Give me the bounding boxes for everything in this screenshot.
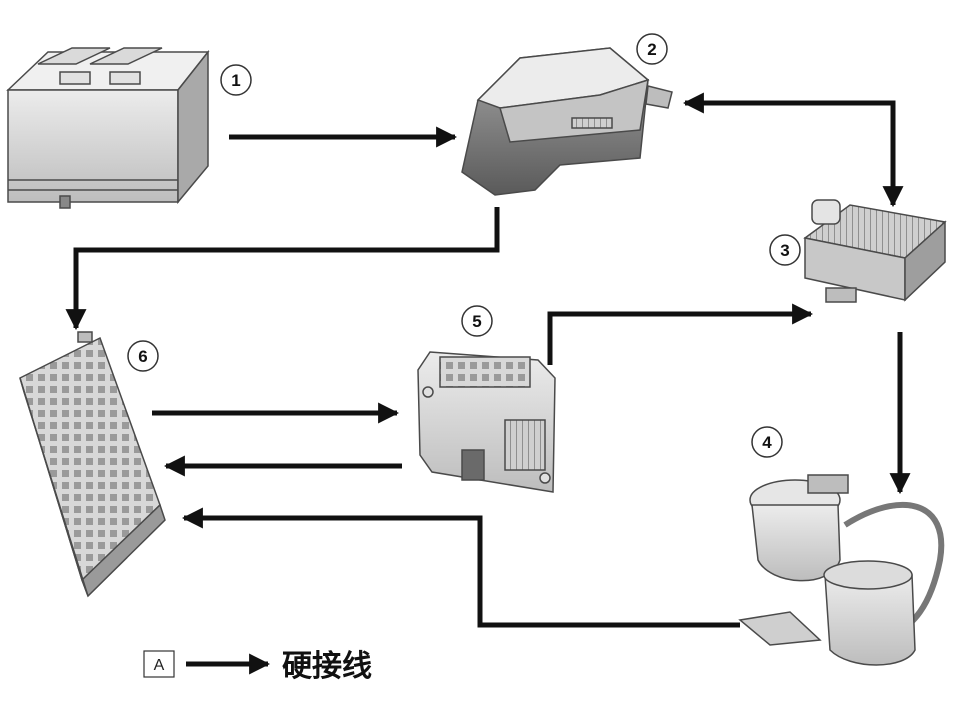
label-3: 3 (769, 234, 801, 266)
label-1: 1 (220, 64, 252, 96)
svg-text:3: 3 (780, 241, 789, 260)
wire-5-to-3 (547, 303, 814, 365)
wire-2-to-6 (65, 207, 500, 331)
wire-4-to-6 (181, 507, 740, 628)
legend: A 硬接线 (143, 649, 372, 684)
ecu-icon (417, 351, 556, 493)
legend-box-label: A (154, 657, 165, 674)
legend-box (143, 650, 175, 678)
svg-text:2: 2 (647, 40, 656, 59)
label-4: 4 (751, 426, 783, 458)
wire-2-3 (682, 92, 904, 208)
label-6: 6 (127, 340, 159, 372)
battery-icon (6, 47, 210, 209)
svg-text:1: 1 (231, 71, 240, 90)
control-module-icon (461, 47, 673, 196)
svg-text:6: 6 (138, 347, 147, 366)
label-5: 5 (461, 305, 493, 337)
svg-text:5: 5 (472, 312, 481, 331)
legend-text: 硬接线 (282, 649, 372, 684)
fuel-pump-icon (738, 474, 945, 666)
label-2: 2 (636, 33, 668, 65)
fuse-box-icon (19, 331, 166, 598)
svg-text:4: 4 (762, 433, 772, 452)
pump-controller-icon (803, 199, 947, 303)
